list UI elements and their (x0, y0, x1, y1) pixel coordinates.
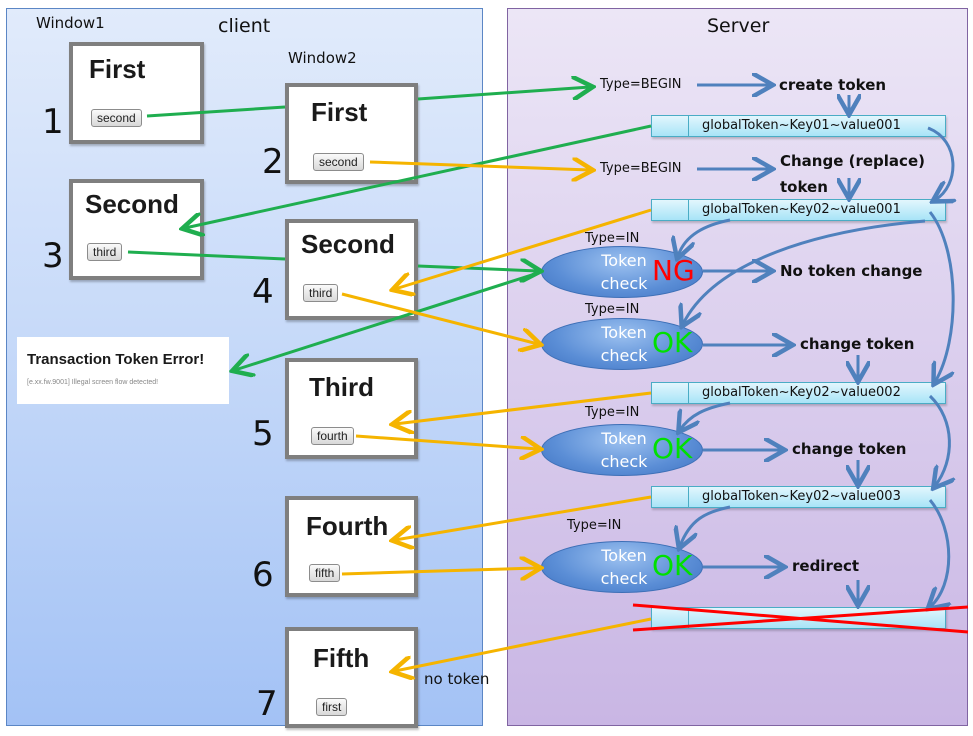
arrow-green (185, 124, 652, 228)
arrow-blue-curve (678, 218, 731, 256)
action-label: change token (792, 440, 907, 458)
screen-title: Second (85, 189, 179, 219)
step-number: 6 (252, 555, 274, 595)
action-label: change token (800, 335, 915, 353)
client-title: client (218, 15, 271, 37)
third-button[interactable]: third (303, 284, 339, 302)
step-number: 2 (262, 142, 284, 182)
arrow-blue-curve (927, 126, 953, 200)
token-cell (688, 383, 689, 403)
arrow-blue-curve (680, 505, 731, 546)
screen-title: Fifth (313, 643, 370, 673)
second-button[interactable]: second (91, 109, 142, 127)
fifth-button[interactable]: fifth (309, 564, 341, 582)
action-label: Change (replace) (780, 152, 925, 170)
first-button[interactable]: first (316, 698, 348, 716)
step-number: 7 (256, 684, 278, 724)
step-number: 5 (252, 414, 274, 454)
step-number: 4 (252, 272, 274, 312)
action-label: redirect (792, 557, 860, 575)
type-label: Type=IN (567, 518, 622, 533)
second-button[interactable]: second (313, 153, 364, 171)
screen-window1-first: First second (69, 42, 204, 144)
screen-window2-fourth: Fourth fifth (285, 496, 418, 597)
arrow-yellow (395, 617, 652, 671)
token-value: globalToken~Key01~value001 (702, 118, 901, 133)
screen-title: Second (301, 229, 395, 259)
arrow-green (417, 87, 590, 101)
step-number: 3 (42, 236, 64, 276)
no-token-label: no token (424, 670, 490, 688)
type-label: Type=IN (585, 405, 640, 420)
arrow-yellow (341, 568, 538, 574)
screen-title: Third (309, 372, 374, 402)
token-store-row: globalToken~Key02~value001 (651, 199, 946, 221)
action-label: No token change (780, 262, 923, 280)
arrow-yellow (341, 292, 538, 344)
step-number: 1 (42, 102, 64, 142)
check-result: OK (652, 326, 693, 359)
arrow-green (146, 105, 286, 118)
arrow-blue-curve (928, 211, 955, 382)
type-label: Type=BEGIN (600, 161, 682, 176)
transaction-token-error-box: Transaction Token Error! [e.xx.fw.9001] … (17, 337, 229, 404)
check-result: OK (652, 549, 693, 582)
action-label: token (780, 178, 828, 196)
screen-window2-third: Third fourth (285, 358, 418, 459)
fourth-button[interactable]: fourth (311, 427, 354, 445)
arrow-yellow (369, 162, 590, 170)
third-button[interactable]: third (87, 243, 123, 261)
token-store-row: globalToken~Key02~value003 (651, 486, 946, 508)
screen-title: Fourth (306, 511, 389, 541)
error-title: Transaction Token Error! (27, 351, 205, 368)
screen-title: First (311, 97, 368, 127)
token-value: globalToken~Key02~value003 (702, 489, 901, 504)
type-label: Type=IN (585, 302, 640, 317)
arrow-blue-curve (683, 219, 926, 324)
token-removed-cross (632, 605, 969, 632)
arrow-green (235, 270, 542, 370)
arrow-green (127, 250, 286, 261)
token-cell (688, 487, 689, 507)
error-message: [e.xx.fw.9001] Illegal screen flow detec… (27, 379, 159, 386)
arrow-blue-curve (680, 401, 731, 430)
token-cell (688, 200, 689, 220)
token-value: globalToken~Key02~value001 (702, 202, 901, 217)
screen-window2-first: First second (285, 83, 418, 184)
arrow-blue-curve (930, 499, 949, 607)
arrow-yellow (355, 434, 538, 449)
arrow-green (417, 266, 538, 271)
action-label: create token (779, 76, 887, 94)
arrow-yellow (395, 495, 652, 540)
arrow-yellow (395, 208, 652, 289)
screen-title: First (89, 54, 146, 84)
token-store-row: globalToken~Key01~value001 (651, 115, 946, 137)
screen-window2-second: Second third (285, 219, 418, 320)
window1-label: Window1 (36, 14, 105, 32)
token-value: globalToken~Key02~value002 (702, 385, 901, 400)
token-cell (688, 116, 689, 136)
arrow-blue-curve (928, 394, 949, 486)
type-label: Type=BEGIN (600, 77, 682, 92)
token-cell (688, 608, 689, 628)
token-store-row: globalToken~Key02~value002 (651, 382, 946, 404)
check-result: OK (652, 432, 693, 465)
arrow-yellow (395, 391, 652, 424)
type-label: Type=IN (585, 231, 640, 246)
server-title: Server (707, 15, 770, 37)
window2-label: Window2 (288, 49, 357, 67)
